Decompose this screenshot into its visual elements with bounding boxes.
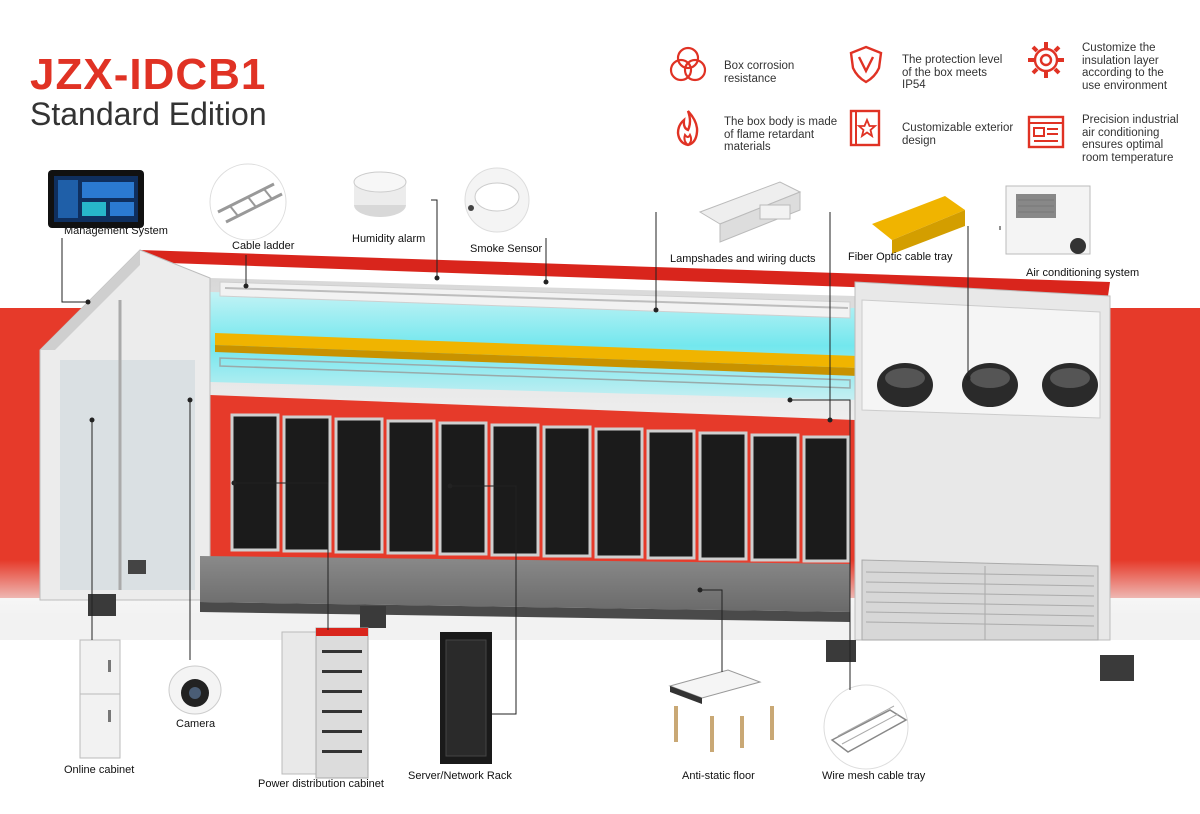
- fiber-optic-tray: [215, 333, 858, 368]
- feature-text: The box body is made of flame retardant …: [724, 116, 838, 153]
- label-cable-ladder: Cable ladder: [232, 240, 295, 252]
- cable-ladder-image: [209, 163, 287, 241]
- label-air-conditioning: Air conditioning system: [1026, 267, 1140, 279]
- ac-fans: [877, 363, 1098, 407]
- lampshade-duct-image: [698, 181, 802, 243]
- online-cabinet-image: [79, 639, 121, 759]
- label-camera: Camera: [176, 718, 216, 730]
- ac-panel-icon: [1027, 115, 1065, 149]
- label-humidity-alarm: Humidity alarm: [352, 233, 426, 245]
- feature-exterior: Customizable exterior design: [846, 108, 1016, 148]
- label-management-system: Management System: [64, 225, 168, 237]
- product-model-title: JZX-IDCB1: [30, 50, 267, 99]
- label-power-cabinet: Power distribution cabinet: [258, 778, 384, 790]
- circles-icon: [669, 46, 707, 82]
- label-smoke-sensor: Smoke Sensor: [470, 243, 543, 255]
- book-star-icon: [849, 109, 881, 147]
- wire-mesh-tray-image: [823, 684, 909, 770]
- gear-icon: [1028, 42, 1064, 78]
- humidity-alarm-image: [353, 171, 407, 217]
- server-rack-row: [230, 413, 850, 563]
- air-conditioner-image: [1005, 185, 1091, 255]
- feature-text: The protection level of the box meets IP…: [902, 54, 1003, 91]
- feature-text: Precision industrial air conditioning en…: [1082, 114, 1179, 164]
- feature-insulation: Customize the insulation layer according…: [1026, 40, 1176, 92]
- label-anti-static-floor: Anti-static floor: [682, 770, 755, 782]
- anti-static-floor-image: [668, 669, 774, 752]
- shield-icon: [849, 45, 883, 84]
- glass-partition: [60, 360, 195, 590]
- fiber-tray-image: [872, 196, 965, 254]
- management-system-image: [48, 170, 144, 228]
- wiring-duct: [219, 281, 851, 319]
- server-rack-image: [440, 632, 492, 764]
- smoke-sensor-image: [464, 167, 530, 233]
- feature-text: Customize the insulation layer according…: [1082, 42, 1168, 92]
- door-panel: [128, 560, 146, 574]
- camera-image: [168, 665, 222, 715]
- feature-precision-ac: Precision industrial air conditioning en…: [1026, 112, 1186, 164]
- label-lampshades: Lampshades and wiring ducts: [670, 253, 816, 265]
- flame-icon: [676, 110, 699, 147]
- container-feet: [88, 594, 1134, 681]
- label-online-cabinet: Online cabinet: [64, 764, 135, 776]
- feature-corrosion: Box corrosion resistance: [668, 44, 828, 85]
- feature-ip54: The protection level of the box meets IP…: [846, 44, 1006, 92]
- product-edition-subtitle: Standard Edition: [30, 96, 267, 132]
- feature-text: Box corrosion resistance: [724, 60, 795, 85]
- ac-grille: [861, 559, 1099, 641]
- feature-text: Customizable exterior design: [902, 122, 1014, 147]
- label-fiber-tray: Fiber Optic cable tray: [848, 251, 953, 263]
- power-cabinet-image: [281, 627, 369, 779]
- wire-mesh-tray: [219, 357, 851, 389]
- label-wire-mesh-tray: Wire mesh cable tray: [822, 770, 926, 782]
- label-server-rack: Server/Network Rack: [408, 770, 512, 782]
- anti-static-floor-area: [200, 556, 850, 612]
- feature-flame-retardant: The box body is made of flame retardant …: [668, 108, 838, 154]
